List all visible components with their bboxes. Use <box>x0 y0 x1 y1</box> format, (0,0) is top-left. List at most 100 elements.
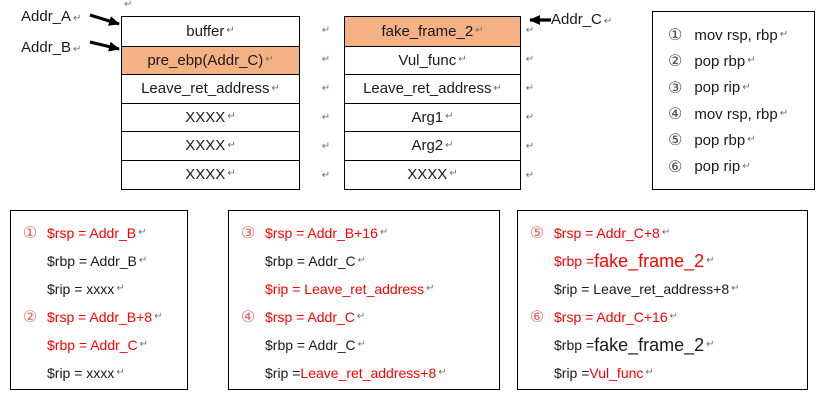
paragraph-mark: ↵ <box>321 111 331 123</box>
stack-cell: Arg2↵ <box>345 131 520 160</box>
paragraph-mark: ↵ <box>357 339 367 350</box>
paragraph-mark: ↵ <box>227 168 236 180</box>
register-assignment-text: $rbp = Addr_C <box>265 337 356 353</box>
instruction-text: pop rip <box>694 79 741 97</box>
register-state-line: ② $rsp = Addr_B+8↵ <box>19 303 187 331</box>
paragraph-mark: ↵ <box>706 255 715 266</box>
paragraph-mark: ↵ <box>525 140 535 152</box>
paragraph-mark: ↵ <box>271 82 280 94</box>
stack-cell-label: XXXX <box>185 165 226 183</box>
paragraph-mark: ↵ <box>493 82 502 94</box>
paragraph-mark: ↵ <box>731 283 740 294</box>
instruction-text: pop rbp <box>694 52 746 70</box>
stack-cell: XXXX↵ <box>122 159 299 189</box>
register-state-box: ③$rsp = Addr_B+16↵$rbp = Addr_C↵$rip = L… <box>228 210 500 390</box>
paragraph-mark: ↵ <box>603 16 613 27</box>
stack-cell-label: Arg2 <box>411 137 444 155</box>
paragraph-mark: ↵ <box>445 111 454 123</box>
stack-cell-label: XXXX <box>185 108 226 126</box>
addr-a-label: Addr_A↵ <box>21 8 81 25</box>
register-state-line: ⑥$rsp = Addr_C+16↵ <box>526 303 807 331</box>
instruction-text: pop rip <box>694 158 741 176</box>
stack-cell: Vul_func↵ <box>345 45 520 75</box>
register-assignment-text: $rip = xxxx <box>47 281 115 297</box>
paragraph-mark: ↵ <box>475 25 484 37</box>
register-assignment-text: $rbp = Addr_C <box>47 337 138 353</box>
paragraph-mark: ↵ <box>379 227 389 238</box>
paragraph-mark: ↵ <box>706 339 715 350</box>
circled-number: ① <box>22 225 38 242</box>
circled-number: ⑤ <box>529 225 545 242</box>
paragraph-mark: ↵ <box>747 55 756 67</box>
paragraph-mark: ↵ <box>525 53 535 65</box>
register-state-line: $rip = Leave_ret_address+8↵ <box>237 359 499 387</box>
stack-cell-label: Arg1 <box>411 108 444 126</box>
paragraph-mark: ↵ <box>525 24 535 36</box>
paragraph-mark: ↵ <box>357 255 367 266</box>
register-state-line: $rbp = Addr_B↵ <box>19 247 187 275</box>
paragraph-mark: ↵ <box>356 311 366 322</box>
stack-table-overflow-frame: buffer↵pre_ebp(Addr_C)↵Leave_ret_address… <box>121 16 300 190</box>
paragraph-mark: ↵ <box>458 54 467 66</box>
addr-b-text: Addr_B <box>21 39 72 56</box>
register-state-line: ④$rsp = Addr_C↵ <box>237 303 499 331</box>
stack-cell: pre_ebp(Addr_C)↵ <box>122 45 299 74</box>
paragraph-mark: ↵ <box>525 169 535 181</box>
paragraph-mark: ↵ <box>438 367 447 378</box>
paragraph-mark: ↵ <box>321 53 331 65</box>
paragraph-mark: ↵ <box>445 139 454 151</box>
register-assignment-text: $rsp = Addr_B+16 <box>265 225 378 241</box>
stack-cell: buffer↵ <box>122 17 299 46</box>
paragraph-mark: ↵ <box>139 339 149 350</box>
register-state-line: $rbp = Addr_C↵ <box>19 331 187 359</box>
stack-cell: Leave_ret_address↵ <box>345 74 520 103</box>
register-state-line: ① $rsp = Addr_B↵ <box>19 219 187 247</box>
stack-cell-label: buffer <box>186 22 225 40</box>
register-assignment-text: $rbp = <box>554 337 595 353</box>
register-assignment-text: $rip = Leave_ret_address <box>265 281 425 297</box>
instruction-text: pop rbp <box>694 131 746 149</box>
stack-cell-label: fake_frame_2 <box>381 22 474 40</box>
paragraph-mark: ↵ <box>321 140 331 152</box>
circled-number: ③ <box>668 79 683 97</box>
register-state-box: ⑤$rsp = Addr_C+8↵$rbp = fake_frame_2↵$ri… <box>517 210 808 390</box>
register-assignment-text: $rsp = Addr_B <box>47 225 137 241</box>
register-state-line: $rbp = Addr_C↵ <box>237 247 499 275</box>
paragraph-mark: ↵ <box>138 227 147 238</box>
register-state-box: ①$rsp = Addr_B↵$rbp = Addr_B↵$rip = xxxx… <box>10 210 188 390</box>
register-assignment-text: $rsp = Addr_B+8 <box>47 309 153 325</box>
register-assignment-text: $rbp = <box>554 253 595 269</box>
register-state-line: $rip = Leave_ret_address+8↵ <box>526 275 807 303</box>
paragraph-mark: ↵ <box>321 169 331 181</box>
paragraph-mark: ↵ <box>154 311 163 322</box>
paragraph-mark: ↵ <box>73 13 82 24</box>
addr-b-arrow <box>89 40 120 52</box>
circled-number: ② <box>22 309 38 326</box>
paragraph-mark: ↵ <box>116 283 125 294</box>
paragraph-mark: ↵ <box>525 111 535 123</box>
circled-number: ④ <box>240 309 256 326</box>
paragraph-mark: ↵ <box>449 168 458 180</box>
circled-number: ② <box>668 53 683 71</box>
register-state-line: $rip = xxxx↵ <box>19 359 187 387</box>
register-assignment-text: Leave_ret_address+8 <box>300 365 437 381</box>
stack-cell: fake_frame_2↵ <box>345 17 520 46</box>
circled-number: ⑤ <box>668 132 683 150</box>
paragraph-mark: ↵ <box>138 255 148 266</box>
circled-number: ⑥ <box>668 158 683 176</box>
paragraph-mark: ↵ <box>116 367 125 378</box>
paragraph-mark: ↵ <box>669 311 679 322</box>
circled-number: ① <box>668 27 683 45</box>
circled-number: ⑥ <box>529 309 545 326</box>
circled-number: ④ <box>668 106 683 124</box>
paragraph-mark: ↵ <box>742 160 751 172</box>
paragraph-mark: ↵ <box>645 367 654 378</box>
register-state-line: $rbp = Addr_C↵ <box>237 331 499 359</box>
paragraph-mark: ↵ <box>124 0 133 10</box>
paragraph-mark: ↵ <box>227 111 236 123</box>
